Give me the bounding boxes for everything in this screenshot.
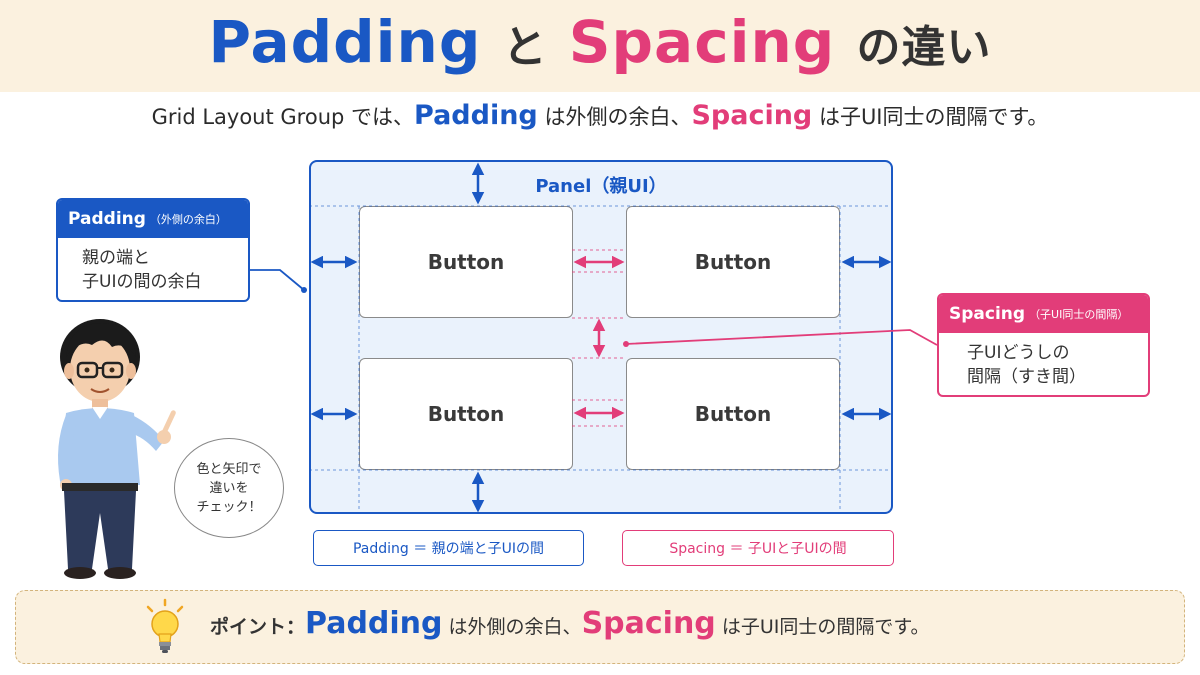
title-band (0, 0, 1200, 92)
spacing-callout-note: （子UI同士の間隔） (1029, 308, 1129, 321)
speech-bubble-line: チェック！ (196, 499, 262, 515)
point-mid: は外側の余白、 (442, 616, 582, 638)
subtitle: Grid Layout Group では、Padding は外側の余白、Spac… (0, 100, 1200, 131)
point-bar (15, 590, 1185, 664)
point-padding: Padding (305, 606, 443, 641)
spacing-callout-line: 間隔（すき間） (967, 367, 1086, 387)
spacing-legend: Spacing ＝ 子UIと子UIの間 (622, 530, 894, 566)
padding-callout-title: Padding (68, 209, 146, 229)
subtitle-spacing: Spacing (691, 100, 813, 131)
character-illustration (58, 319, 176, 579)
title-spacing: Spacing (568, 8, 836, 76)
spacing-callout-line: 子UIどうしの (967, 343, 1070, 363)
child-button-4[interactable]: Button (626, 358, 840, 470)
speech-bubble-line: 色と矢印で (196, 461, 262, 477)
padding-legend: Padding ＝ 親の端と子UIの間 (313, 530, 584, 566)
title-difference: の違い (856, 22, 992, 73)
padding-callout-line: 子UIの間の余白 (82, 272, 202, 292)
spacing-callout-title: Spacing (949, 304, 1026, 324)
title-padding: Padding (208, 8, 482, 76)
child-button-1[interactable]: Button (359, 206, 573, 318)
lightbulb-icon (146, 598, 184, 653)
speech-bubble: 色と矢印で 違いを チェック！ (174, 438, 284, 538)
point-spacing: Spacing (581, 606, 716, 641)
padding-callout-note: （外側の余白） (149, 213, 227, 226)
child-button-2[interactable]: Button (626, 206, 840, 318)
point-label: ポイント： (210, 616, 306, 638)
spacing-callout-body: 子UIどうしの 間隔（すき間） (939, 333, 1148, 389)
speech-bubble-line: 違いを (209, 480, 249, 496)
spacing-callout-header: Spacing（子UI同士の間隔） (939, 295, 1148, 333)
padding-callout-line: 親の端と (82, 248, 150, 268)
point-text: ポイント：Padding は外側の余白、Spacing は子UI同士の間隔です。 (210, 606, 929, 641)
padding-callout-header: Padding（外側の余白） (58, 200, 248, 238)
child-button-3[interactable]: Button (359, 358, 573, 470)
padding-callout-body: 親の端と 子UIの間の余白 (58, 238, 248, 294)
panel-label: Panel（親UI） (535, 176, 667, 197)
subtitle-mid: は外側の余白、 (537, 105, 692, 129)
point-suffix: は子UI同士の間隔です。 (715, 616, 930, 638)
subtitle-suffix: は子UI同士の間隔です。 (812, 105, 1049, 129)
page-title: Padding と Spacing の違い (0, 8, 1200, 76)
spacing-callout: Spacing（子UI同士の間隔） 子UIどうしの 間隔（すき間） (937, 293, 1150, 397)
subtitle-padding: Padding (414, 100, 538, 131)
subtitle-prefix: Grid Layout Group では、 (151, 105, 415, 129)
padding-callout: Padding（外側の余白） 親の端と 子UIの間の余白 (56, 198, 250, 302)
title-and: と (502, 22, 548, 73)
